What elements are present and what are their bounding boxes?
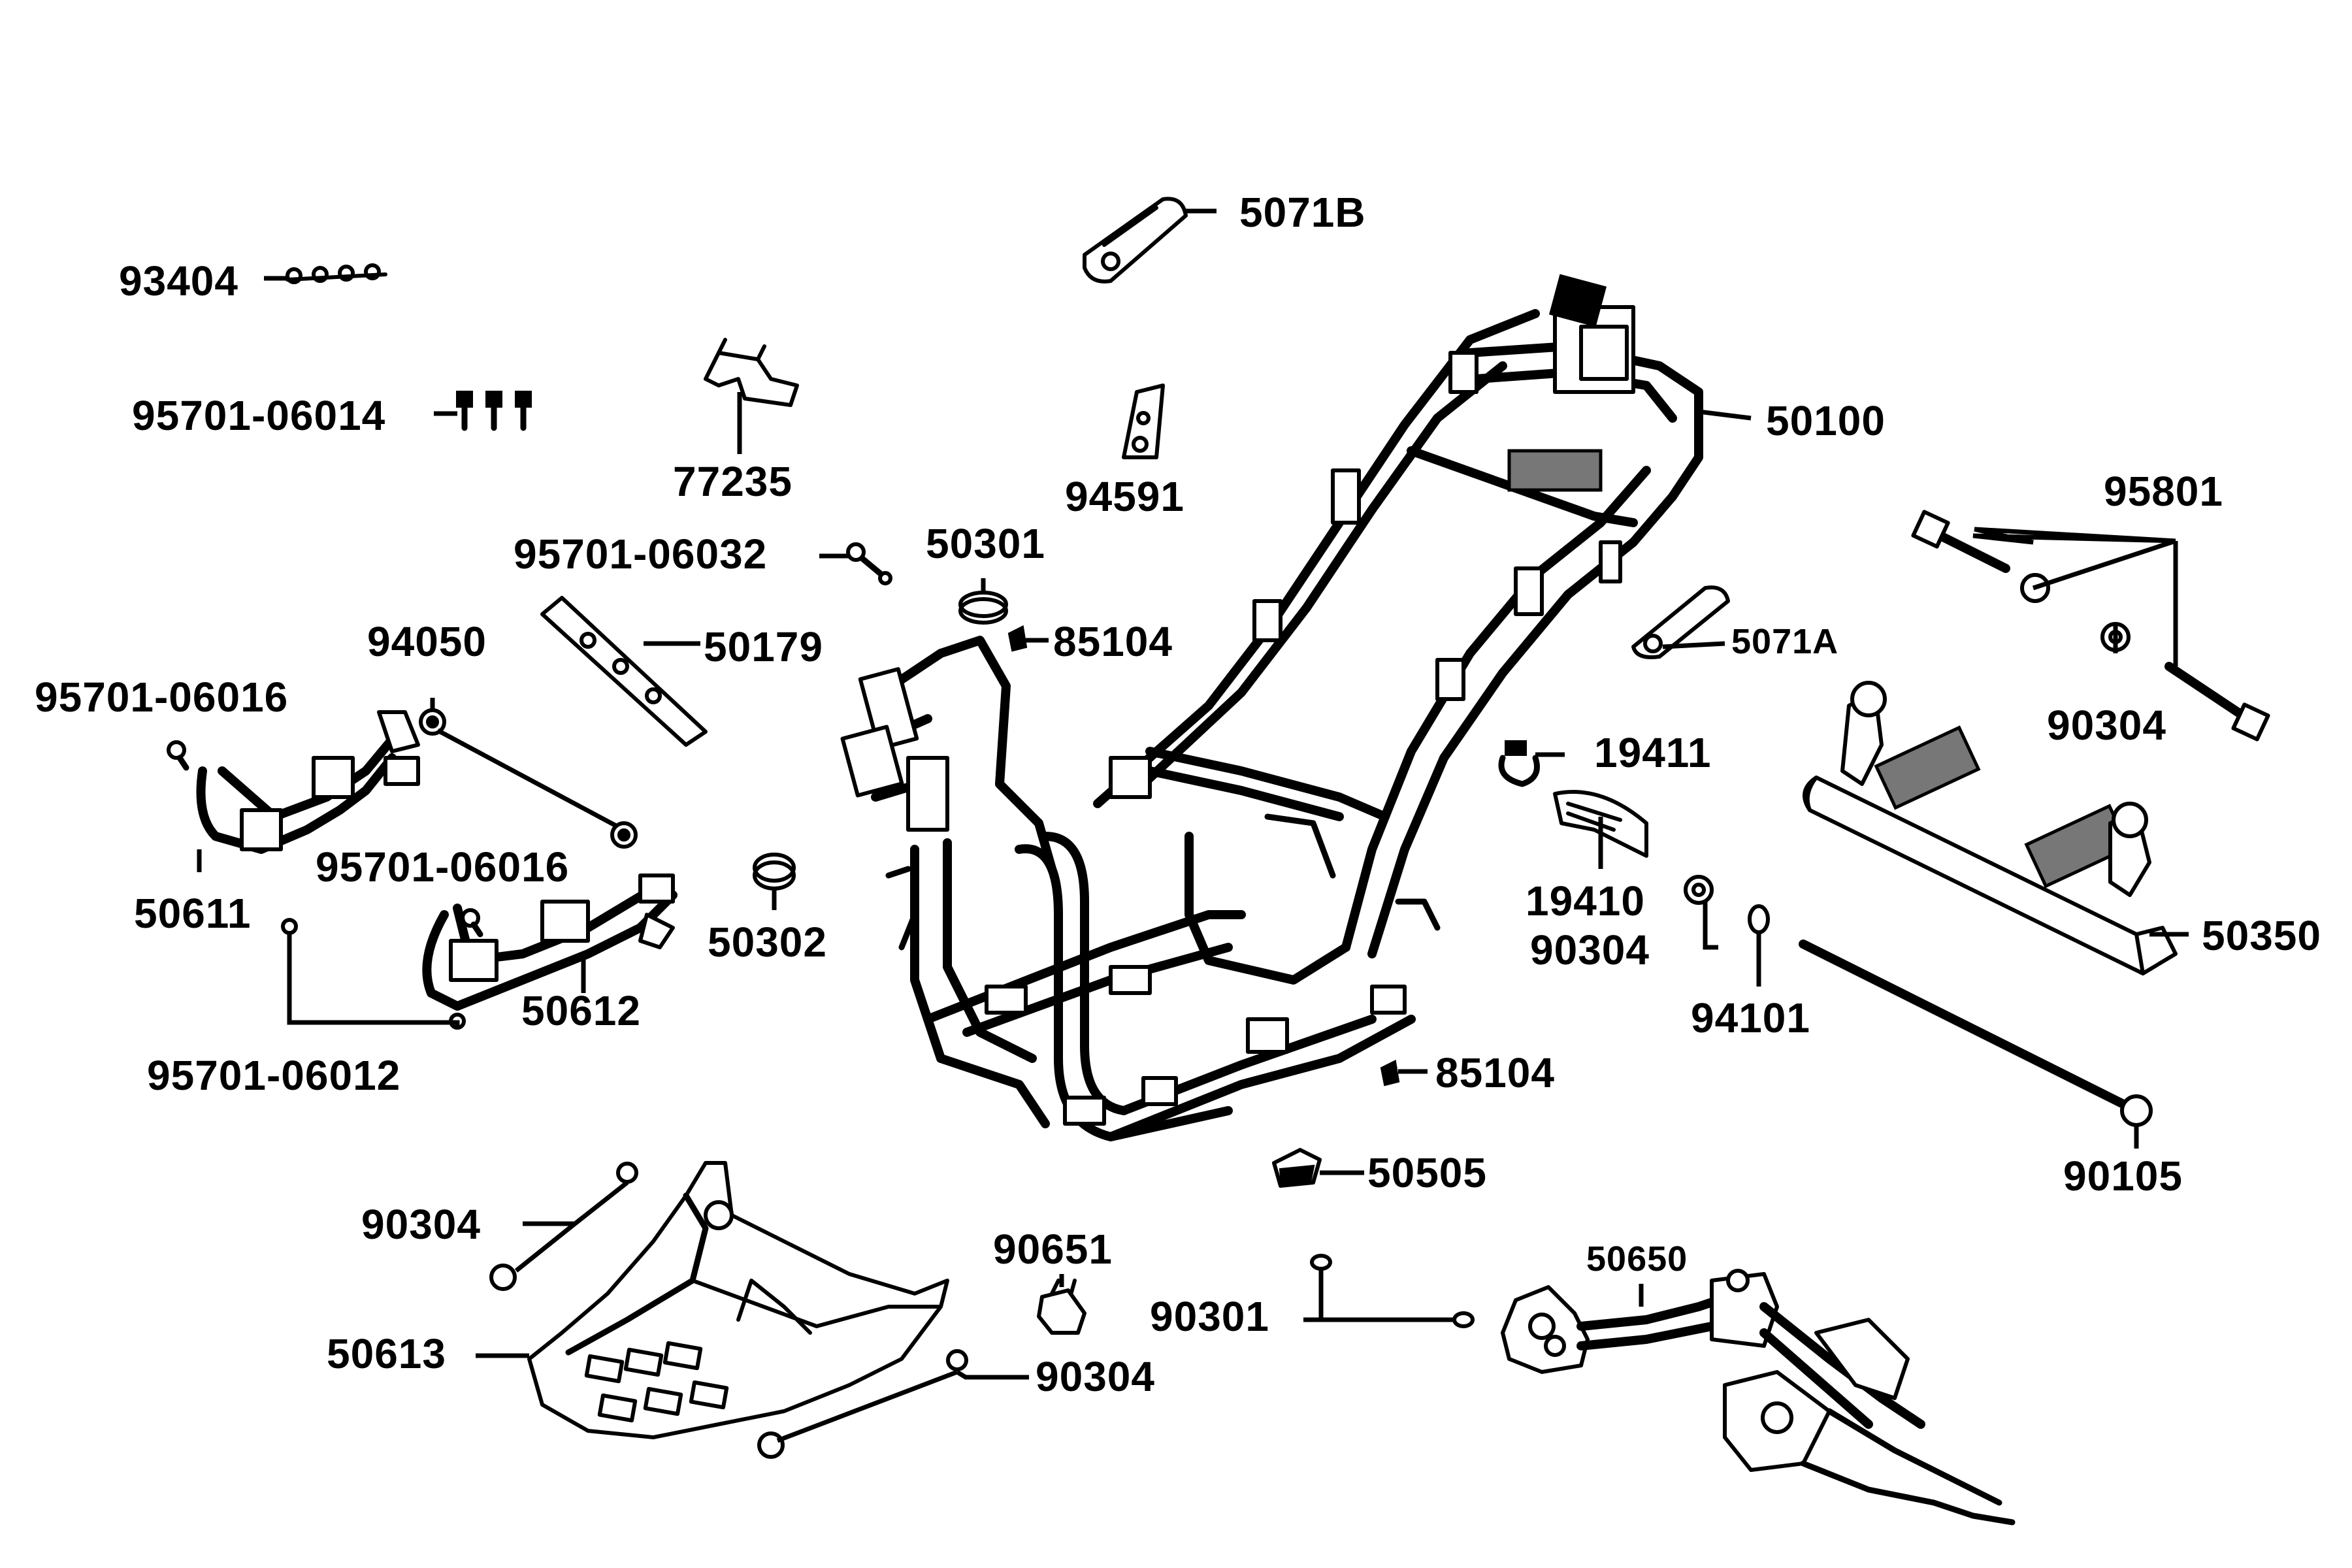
label-90105: 90105 [2063,1152,2183,1200]
label-77235: 77235 [673,458,792,505]
label-50612: 50612 [521,987,641,1034]
part-94591 [1122,384,1165,459]
label-95801: 95801 [2104,468,2223,515]
label-50100: 50100 [1766,397,1886,444]
main-frame-50100 [840,274,1703,1141]
part-50650 [1501,1269,2016,1526]
label-95701-06012: 95701-06012 [147,1052,401,1099]
part-50350 [1803,681,2178,975]
label-90304-low: 90304 [361,1201,481,1248]
label-95701-06016-b: 95701-06016 [316,843,570,890]
label-95701-06016-a: 95701-06016 [35,674,289,721]
part-50179 [540,596,708,747]
label-90301: 90301 [1150,1293,1269,1340]
part-90304-low [489,1162,638,1291]
part-94050 [419,708,638,849]
part-95701-06032 [846,542,892,585]
part-50302 [753,853,796,890]
label-95701-06032: 95701-06032 [514,531,768,578]
label-95701-06014: 95701-06014 [132,392,386,439]
part-90301 [1310,1254,1475,1328]
part-90651 [1037,1279,1086,1335]
label-94101: 94101 [1691,994,1810,1041]
part-90304-mid [1684,875,1714,905]
label-50611: 50611 [134,890,252,937]
part-5071B [1083,197,1188,284]
label-50505: 50505 [1367,1149,1487,1196]
label-85104-top: 85104 [1053,618,1173,665]
part-95801 [1911,510,2270,742]
part-50505 [1272,1148,1322,1188]
label-50350: 50350 [2202,912,2321,959]
leader-lines [197,208,2189,1443]
part-50301 [958,591,1008,625]
label-19410: 19410 [1526,877,1645,924]
part-95701-06016-b [461,908,483,938]
part-5071A [1631,585,1730,659]
label-90304-bottom: 90304 [1036,1353,1155,1400]
part-50612 [422,874,678,1011]
label-50613: 50613 [327,1330,446,1377]
label-93404: 93404 [119,257,238,304]
part-85104-top [1007,625,1028,652]
part-50611 [196,710,420,854]
label-5071A: 5071A [1731,622,1839,661]
label-19411: 19411 [1594,729,1712,776]
part-85104-bottom [1380,1060,1400,1086]
label-85104-bottom: 85104 [1435,1049,1555,1096]
label-94050: 94050 [367,618,487,665]
label-5071B: 5071B [1239,189,1366,236]
label-50650: 50650 [1586,1239,1688,1279]
label-90651: 90651 [993,1226,1113,1273]
label-50302: 50302 [708,919,827,966]
label-94591: 94591 [1065,473,1184,520]
part-19411 [1498,740,1540,787]
part-95701-06016-a [167,740,189,771]
label-90304-mid: 90304 [1530,926,1650,973]
part-90105 [1799,939,2153,1127]
label-50301: 50301 [926,520,1045,567]
part-90304-bottom [757,1349,968,1459]
part-50613 [527,1161,949,1439]
part-95701-06014 [456,391,532,431]
part-93404 [286,263,387,284]
label-90304-right: 90304 [2047,702,2166,749]
label-50179: 50179 [704,623,823,670]
part-77235 [704,338,799,407]
part-94101 [1748,904,1770,934]
